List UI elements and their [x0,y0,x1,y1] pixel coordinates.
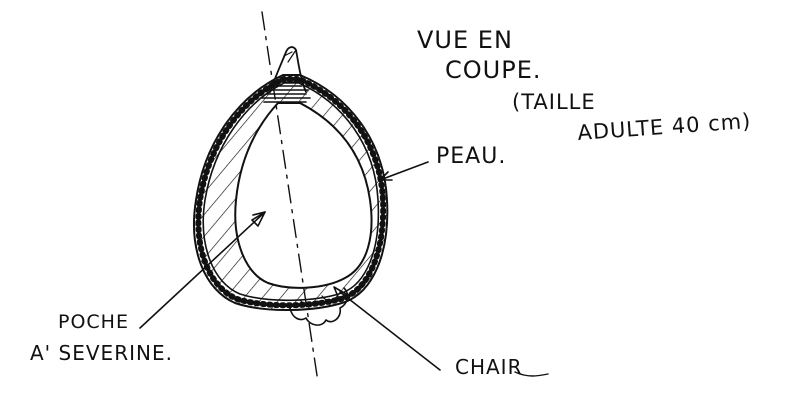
title-line-3: (TAILLE [512,90,596,114]
skin-label: PEAU. [436,144,506,169]
title-line-4: ADULTE 40 cm) [577,109,752,145]
pouch-label-line-1: POCHE [58,311,129,333]
title-line-1: VUE EN [417,26,513,54]
fruit-body [194,47,387,325]
flesh-leader [334,287,440,370]
skin-leader [380,162,428,180]
title-line-2: COUPE. [445,56,541,84]
axis-line [262,12,318,382]
flesh-label: CHAIR [455,355,522,379]
flesh-hatching [194,75,387,310]
pouch-label-line-2: A' SEVERINE. [30,341,173,365]
